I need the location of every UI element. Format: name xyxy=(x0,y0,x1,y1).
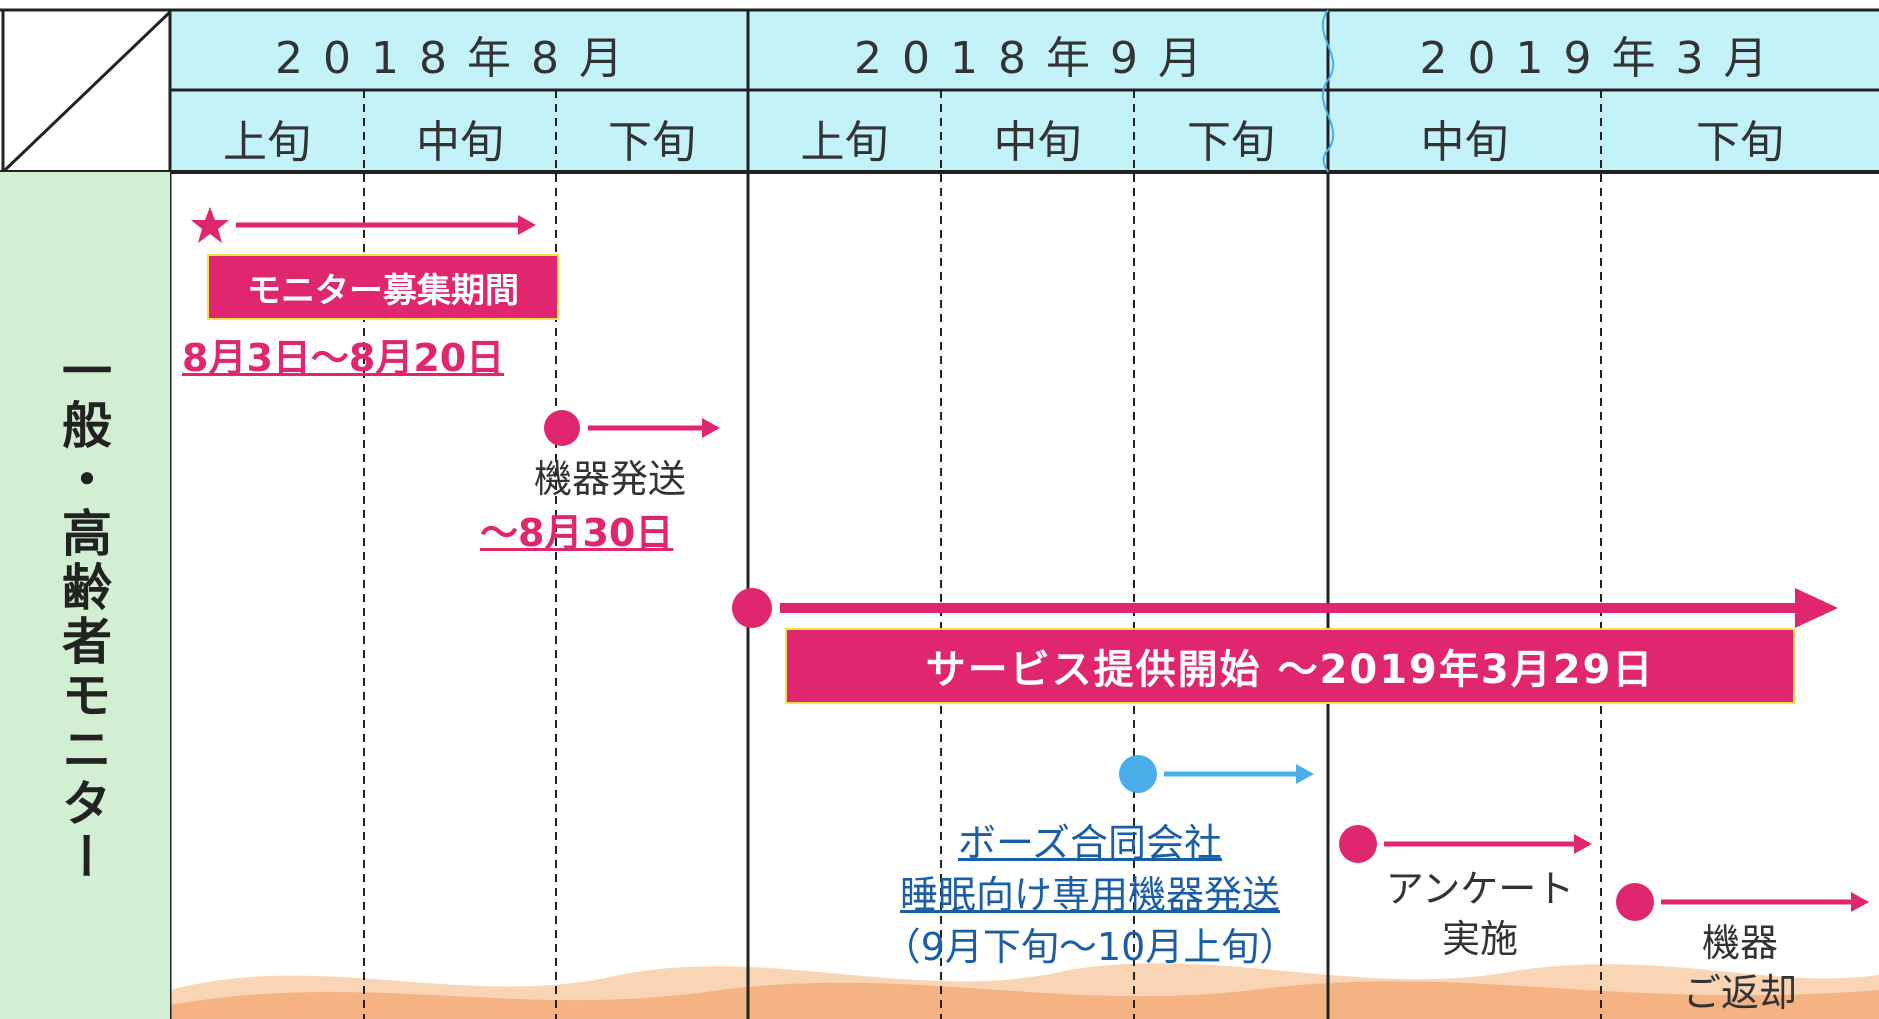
return-line1: 機器 xyxy=(1701,921,1778,965)
month-label: 2018年8月 xyxy=(275,33,643,84)
return-line2: ご返却 xyxy=(1682,971,1797,1015)
arrow-icon xyxy=(1795,588,1838,628)
row-label: 一般・高齢者モニター xyxy=(54,345,112,885)
service-start-box: サービス提供開始 ～2019年3月29日 xyxy=(785,628,1795,704)
month-label: 2019年3月 xyxy=(1419,33,1788,84)
month-label: 2018年9月 xyxy=(854,33,1222,84)
arrow-icon xyxy=(1851,892,1869,912)
bose-line1: ボーズ合同会社 xyxy=(957,821,1223,865)
return-arrow xyxy=(1616,883,1869,921)
shipping-arrow xyxy=(544,410,720,446)
dot-icon xyxy=(1119,755,1157,793)
arrow-icon xyxy=(518,215,536,235)
bose-line3: （9月下旬～10月上旬） xyxy=(882,925,1298,969)
arrow-icon xyxy=(702,418,720,438)
recruit-dates: 8月3日～8月20日 xyxy=(182,336,505,380)
corner-cell xyxy=(3,10,170,172)
dot-icon xyxy=(544,410,580,446)
survey-line1: アンケート xyxy=(1385,867,1575,911)
dot-icon xyxy=(1339,825,1377,863)
row-label-cell xyxy=(0,172,170,1019)
shipping-label: 機器発送 xyxy=(533,457,686,501)
arrow-icon xyxy=(1296,764,1314,784)
period-label: 上旬 xyxy=(800,117,889,168)
recruit-period-box: モニター募集期間 xyxy=(207,254,559,320)
survey-arrow xyxy=(1339,825,1592,863)
dot-icon xyxy=(1616,883,1654,921)
period-label: 下旬 xyxy=(1187,117,1275,168)
bose-line2: 睡眠向け専用機器発送 xyxy=(899,873,1280,917)
break-wave-icon xyxy=(1321,10,1335,172)
shipping-date: ～8月30日 xyxy=(480,511,674,555)
dot-icon xyxy=(732,588,772,628)
period-label: 下旬 xyxy=(1696,117,1784,168)
star-icon xyxy=(191,207,229,243)
survey-line2: 実施 xyxy=(1441,917,1518,961)
arrow-icon xyxy=(1574,834,1592,854)
service-arrow xyxy=(732,588,1838,628)
period-label: 上旬 xyxy=(223,117,311,168)
period-label: 中旬 xyxy=(993,117,1082,168)
period-label: 下旬 xyxy=(608,117,696,168)
recruit-arrow xyxy=(191,207,536,243)
bose-arrow xyxy=(1119,755,1314,793)
period-label: 中旬 xyxy=(1420,117,1509,168)
period-label: 中旬 xyxy=(416,117,504,168)
wave-decoration xyxy=(170,963,1879,1019)
